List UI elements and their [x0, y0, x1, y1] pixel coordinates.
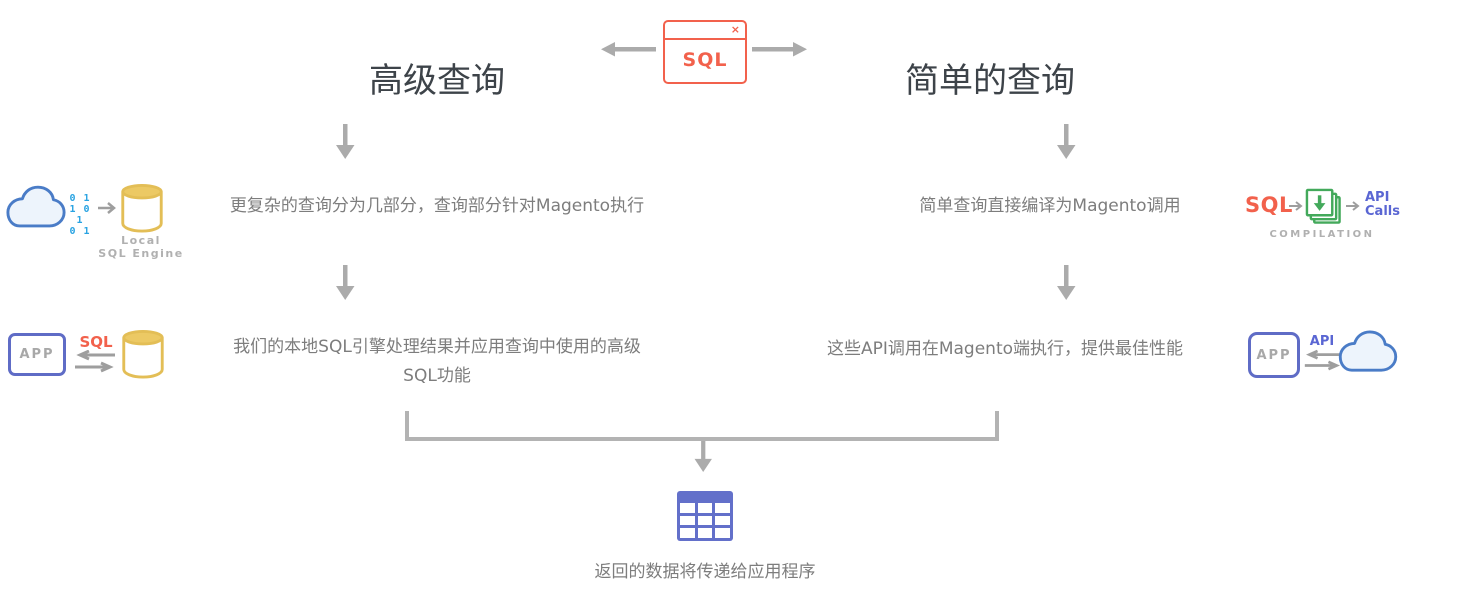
- api-calls-label: API Calls: [1365, 191, 1400, 219]
- sql-window-titlebar: ×: [665, 22, 745, 40]
- heading-simple-query: 简单的查询: [905, 61, 1075, 101]
- arrow-left-icon: [601, 42, 656, 57]
- database-icon: [122, 329, 164, 379]
- small-arrow-right-icon: [1289, 201, 1303, 211]
- database-icon: [121, 183, 163, 233]
- exchange-arrows-icon: [1304, 349, 1342, 371]
- binary-digits: 0 1 1 0 1 0 1: [64, 193, 96, 237]
- binary-line: 1 0 1: [69, 204, 91, 226]
- sql-protocol-label: SQL: [79, 333, 113, 351]
- app-label: APP: [19, 347, 55, 362]
- close-icon: ×: [730, 23, 740, 36]
- app-box-icon: APP: [1248, 332, 1300, 378]
- binary-line: 0 1: [69, 193, 91, 204]
- advanced-step1-text: 更复杂的查询分为几部分，查询部分针对Magento执行: [229, 196, 645, 216]
- simple-step1-text: 简单查询直接编译为Magento调用: [919, 196, 1181, 216]
- cloud-icon: [1338, 330, 1398, 372]
- app-label: APP: [1256, 347, 1292, 363]
- bracket-left-line: [405, 411, 409, 439]
- compile-stack-icon: [1305, 188, 1341, 224]
- bracket-bar: [405, 437, 999, 441]
- arrow-down-icon: [694, 441, 712, 473]
- arrow-right-icon: [752, 42, 807, 57]
- api-calls-line: Calls: [1365, 204, 1400, 219]
- sql-source-label: SQL: [1245, 193, 1293, 217]
- result-caption: 返回的数据将传递给应用程序: [594, 562, 816, 582]
- arrow-down-icon: [1057, 124, 1076, 159]
- table-grid: [680, 503, 730, 538]
- api-calls-line: API: [1365, 190, 1390, 205]
- local-sql-engine-caption: Local SQL Engine: [78, 234, 204, 260]
- caption-line: Local: [121, 234, 161, 247]
- arrow-down-icon: [1057, 265, 1076, 300]
- bracket-right-line: [995, 411, 999, 439]
- exchange-arrows-icon: [75, 350, 115, 373]
- small-arrow-right-icon: [1346, 201, 1360, 211]
- arrow-down-icon: [336, 265, 355, 300]
- app-box-icon: APP: [8, 333, 66, 376]
- sql-window-icon: × SQL: [663, 20, 747, 84]
- api-protocol-label: API: [1309, 334, 1335, 349]
- binary-line: 0 1: [69, 226, 91, 237]
- cloud-icon: [6, 185, 66, 228]
- arrow-down-icon: [336, 124, 355, 159]
- table-icon: [677, 491, 733, 541]
- heading-advanced-query: 高级查询: [369, 61, 505, 101]
- small-arrow-right-icon: [98, 202, 116, 214]
- sql-window-label: SQL: [682, 49, 728, 71]
- simple-step2-text: 这些API调用在Magento端执行，提供最佳性能: [826, 339, 1184, 359]
- compilation-caption: COMPILATION: [1269, 229, 1375, 240]
- advanced-step2-text: 我们的本地SQL引擎处理结果并应用查询中使用的高级SQL功能: [233, 337, 641, 386]
- caption-line: SQL Engine: [98, 247, 184, 260]
